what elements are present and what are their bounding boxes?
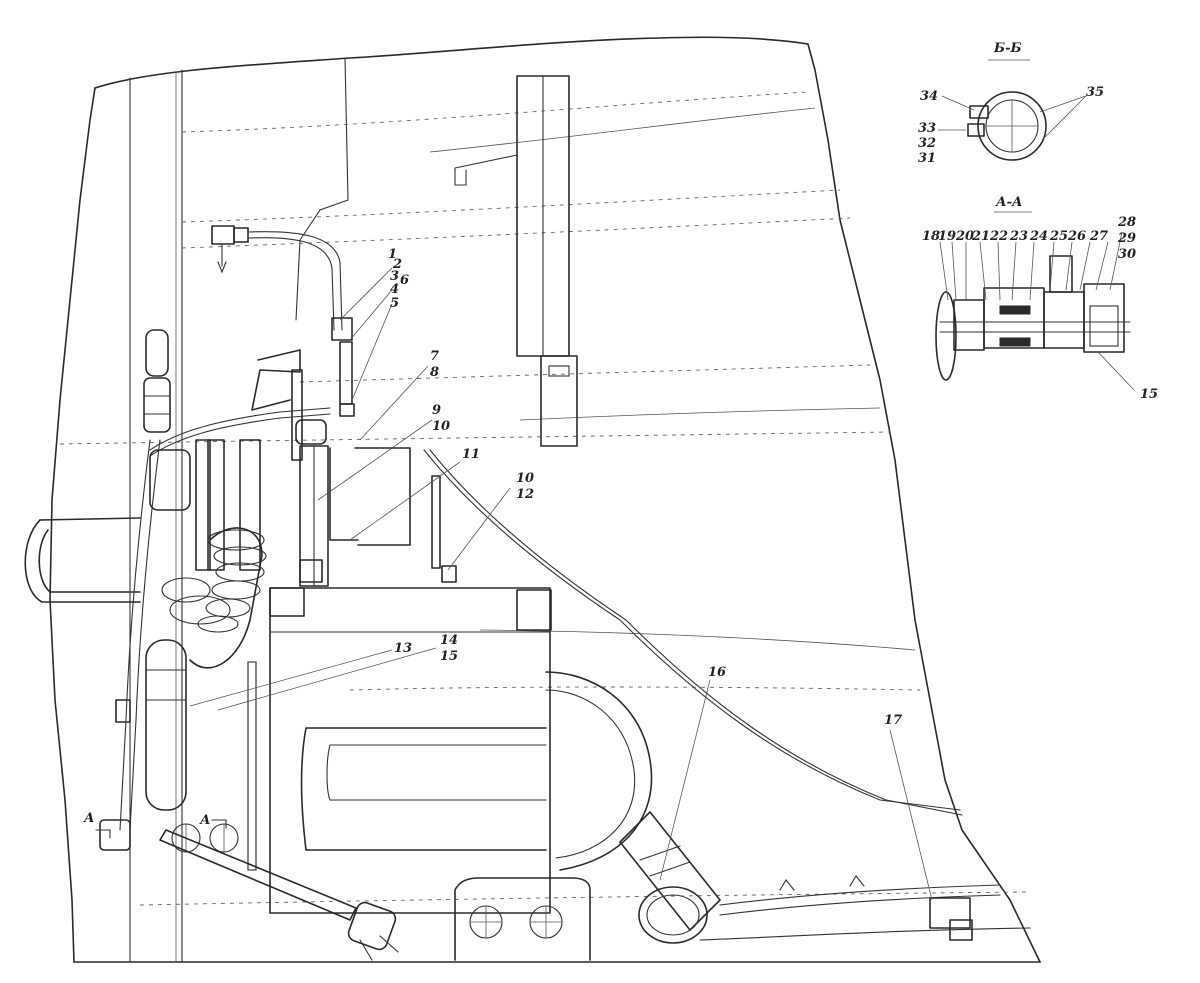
callout-labels: 1 2 3 4 5 6 7 8 9 10 11 10 12 13 14 15 1… [388,85,1158,728]
callout-10b: 10 [516,471,534,486]
callout-6: 6 [400,273,409,288]
left-pipe-assembly [24,329,191,851]
callout-8: 8 [430,365,439,380]
callout-27: 27 [1089,229,1108,244]
callout-1: 1 [388,247,397,262]
callout-19: 19 [938,229,956,244]
section-titles: Б-Б А-А А А [83,41,1023,828]
callout-3: 3 [390,269,399,284]
callout-4: 4 [390,282,399,297]
pedal-lever [159,829,399,961]
callout-14: 14 [440,633,458,648]
section-marker-arrows [95,819,227,839]
callout-21: 21 [971,229,990,244]
callout-29: 29 [1117,231,1136,246]
section-b-b-detail [938,59,1087,161]
bottom-right-pipe [619,811,1031,944]
corrugated-hose [161,527,267,669]
callout-24: 24 [1029,229,1048,244]
callout-13: 13 [394,641,412,656]
callout-23: 23 [1009,229,1028,244]
main-tank [171,587,653,914]
callout-33: 33 [918,121,936,136]
callout-15b: 15 [1140,387,1158,402]
callout-15: 15 [440,649,458,664]
callout-35: 35 [1086,85,1104,100]
callout-16: 16 [708,665,726,680]
vertical-column [454,75,578,447]
central-rods [195,439,963,816]
callout-5: 5 [390,296,399,311]
section-a-a-detail [935,211,1135,391]
callout-11: 11 [462,447,480,462]
section-marker-a-left: А [83,811,95,826]
callout-25: 25 [1049,229,1068,244]
leader-lines [189,267,933,901]
callout-32: 32 [918,136,936,151]
callout-31: 31 [918,151,936,166]
callout-2: 2 [392,257,402,272]
callout-28: 28 [1117,215,1136,230]
callout-7: 7 [430,349,439,364]
section-marker-a-right: А [199,813,211,828]
callout-34: 34 [920,89,938,104]
section-title-a-a: А-А [995,195,1023,210]
callout-30: 30 [1118,247,1136,262]
body-outline [49,36,1041,963]
callout-17: 17 [884,713,902,728]
callout-18: 18 [922,229,940,244]
callout-22: 22 [989,229,1008,244]
bottom-bracket [454,877,591,961]
callout-26: 26 [1067,229,1086,244]
callout-9: 9 [432,403,441,418]
callout-20: 20 [955,229,974,244]
callout-10a: 10 [432,419,450,434]
section-title-b-b: Б-Б [993,41,1022,56]
callout-12: 12 [516,487,534,502]
